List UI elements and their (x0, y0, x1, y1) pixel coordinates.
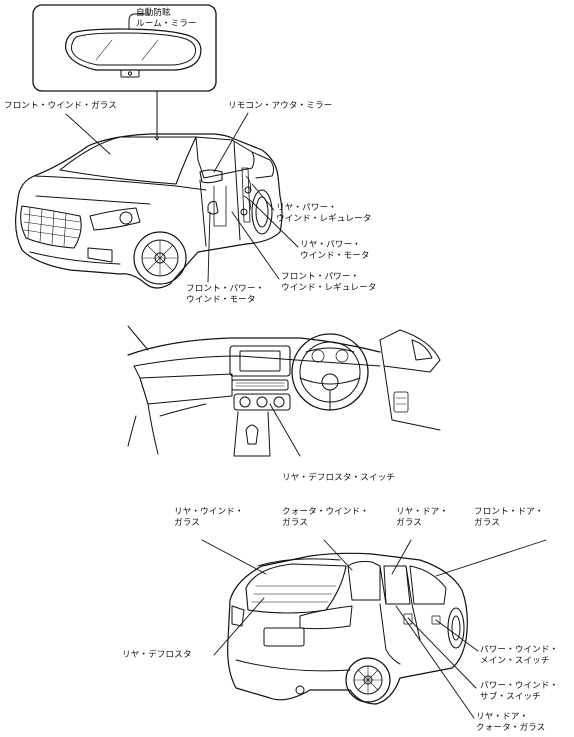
label-line: クォータ・ガラス (476, 723, 546, 733)
label-quarter-window-glass: クォータ・ウインド・ ガラス (282, 507, 369, 529)
label-line: サブ・スイッチ (480, 692, 541, 702)
label-rear-power-window-regulator: リヤ・パワー・ ウインド・レギュレータ (276, 203, 371, 225)
label-line: リヤ・ドア・ (396, 507, 449, 517)
label-line: リヤ・デフロスタ・スイッチ (282, 473, 396, 483)
label-front-power-window-motor: フロント・パワー・ ウインド・モータ (186, 284, 264, 306)
label-line: クォータ・ウインド・ (282, 507, 369, 517)
label-line: リヤ・ウインド・ (174, 507, 244, 517)
label-front-power-window-regulator: フロント・パワー・ ウインド・レギュレータ (281, 272, 376, 294)
label-line: フロント・ドア・ (474, 507, 544, 517)
car-front-view (15, 133, 283, 289)
label-line: リモコン・アウタ・ミラー (228, 101, 333, 111)
label-remote-outer-mirror: リモコン・アウタ・ミラー (228, 101, 332, 112)
label-line: リヤ・デフロスタ (122, 650, 192, 660)
label-rear-defroster: リヤ・デフロスタ (122, 650, 192, 661)
label-line: ウインド・モータ (186, 295, 256, 305)
label-line: ウインド・モータ (300, 251, 370, 261)
label-line: ウインド・レギュレータ (281, 283, 377, 293)
label-line: リヤ・パワー・ (276, 203, 337, 213)
label-power-window-main-switch: パワー・ウインド・ メイン・スイッチ (480, 645, 558, 667)
label-auto-dimming-mirror: 自動防眩 ルーム・ミラー (136, 8, 197, 30)
label-line: ガラス (282, 518, 308, 528)
label-rear-door-glass: リヤ・ドア・ ガラス (396, 507, 448, 529)
top-leaders (65, 112, 299, 283)
inset-mirror-box (32, 4, 217, 141)
bottom-leaders (201, 539, 547, 719)
label-line: リヤ・ドア・ (476, 712, 529, 722)
label-rear-defroster-switch: リヤ・デフロスタ・スイッチ (282, 473, 395, 484)
label-line: ウインド・レギュレータ (276, 214, 372, 224)
label-power-window-sub-switch: パワー・ウインド・ サブ・スイッチ (480, 681, 558, 703)
label-line: リヤ・パワー・ (300, 240, 361, 250)
label-line: パワー・ウインド・ (480, 645, 559, 655)
label-rear-power-window-motor: リヤ・パワー・ ウインド・モータ (300, 240, 370, 262)
label-line: ガラス (474, 518, 500, 528)
label-front-door-glass: フロント・ドア・ ガラス (474, 507, 544, 529)
label-line: フロント・パワー・ (281, 272, 360, 282)
label-line: ガラス (396, 518, 422, 528)
label-rear-door-quarter-glass: リヤ・ドア・ クォータ・ガラス (476, 712, 545, 734)
label-line: 自動防眩 (136, 8, 171, 18)
dashboard-view (127, 325, 441, 457)
label-line: メイン・スイッチ (480, 656, 550, 666)
label-front-window-glass: フロント・ウインド・ガラス (4, 101, 117, 112)
label-line: フロント・ウインド・ガラス (4, 101, 117, 111)
car-rear-view (227, 552, 468, 705)
label-line: フロント・パワー・ (186, 284, 265, 294)
label-line: パワー・ウインド・ (480, 681, 559, 691)
label-rear-window-glass: リヤ・ウインド・ ガラス (174, 507, 244, 529)
label-line: ガラス (174, 518, 200, 528)
label-line: ルーム・ミラー (136, 19, 197, 29)
